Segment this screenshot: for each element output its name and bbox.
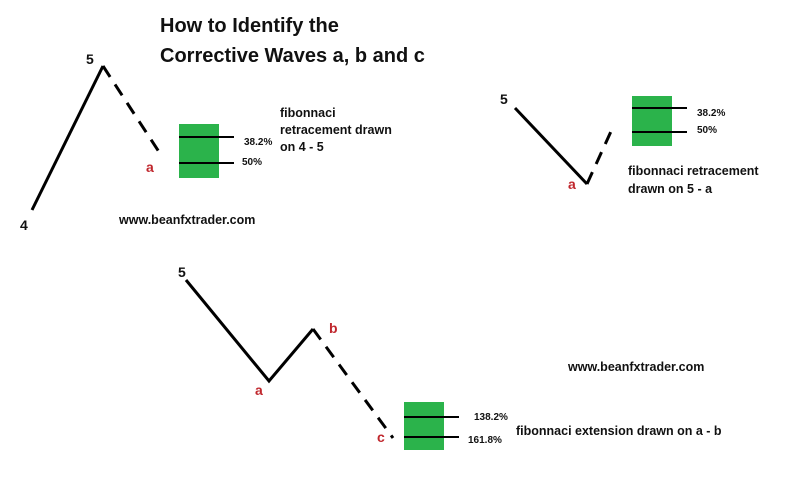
note-line-2: retracement drawn: [280, 123, 392, 137]
fib-level-161: 161.8%: [468, 435, 502, 446]
fibonacci-box: [404, 402, 444, 450]
fib-level-138: 138.2%: [474, 412, 508, 423]
wave-a-to-b-dashed: [585, 126, 615, 185]
website-label: www.beanfxtrader.com: [118, 213, 255, 227]
note-line-1: fibonnaci: [280, 106, 336, 120]
title-line-2: Corrective Waves a, b and c: [160, 45, 425, 67]
wave-5-to-a-dashed: [101, 65, 163, 156]
note-line-1: fibonnaci retracement: [628, 164, 759, 178]
note-line-2: drawn on 5 - a: [628, 182, 713, 196]
note-line-3: on 4 - 5: [280, 140, 324, 154]
fibonacci-box: [179, 124, 219, 178]
website-label: www.beanfxtrader.com: [567, 360, 704, 374]
fib-level-50: 50%: [242, 157, 262, 168]
fibonacci-box: [632, 96, 672, 146]
wave-5-a-b: [184, 279, 315, 384]
wave-label-a: a: [255, 382, 263, 398]
wave-b-to-c-dashed: [311, 328, 395, 439]
wave-label-5: 5: [178, 264, 186, 280]
title-line-1: How to Identify the: [160, 15, 339, 37]
panel-retracement-5-a: 5 a 38.2% 50% fibonnaci retracement draw…: [500, 91, 759, 196]
wave-label-a: a: [146, 159, 154, 175]
wave-5-to-a: [513, 106, 589, 186]
wave-4-to-5: [30, 65, 105, 211]
fib-level-38: 38.2%: [244, 137, 272, 148]
wave-label-4: 4: [20, 217, 28, 233]
wave-label-5: 5: [500, 91, 508, 107]
panel-extension-a-b: 5 a b c 138.2% 161.8% fibonnaci extensio…: [178, 264, 722, 450]
panel-retracement-4-5: 4 5 a 38.2% 50% fibonnaci retracement dr…: [20, 51, 392, 233]
wave-label-a: a: [568, 176, 576, 192]
fib-level-50: 50%: [697, 125, 717, 136]
note-text: fibonnaci extension drawn on a - b: [516, 424, 722, 438]
wave-label-c: c: [377, 429, 385, 445]
wave-label-b: b: [329, 320, 338, 336]
fib-level-38: 38.2%: [697, 108, 725, 119]
wave-label-5: 5: [86, 51, 94, 67]
